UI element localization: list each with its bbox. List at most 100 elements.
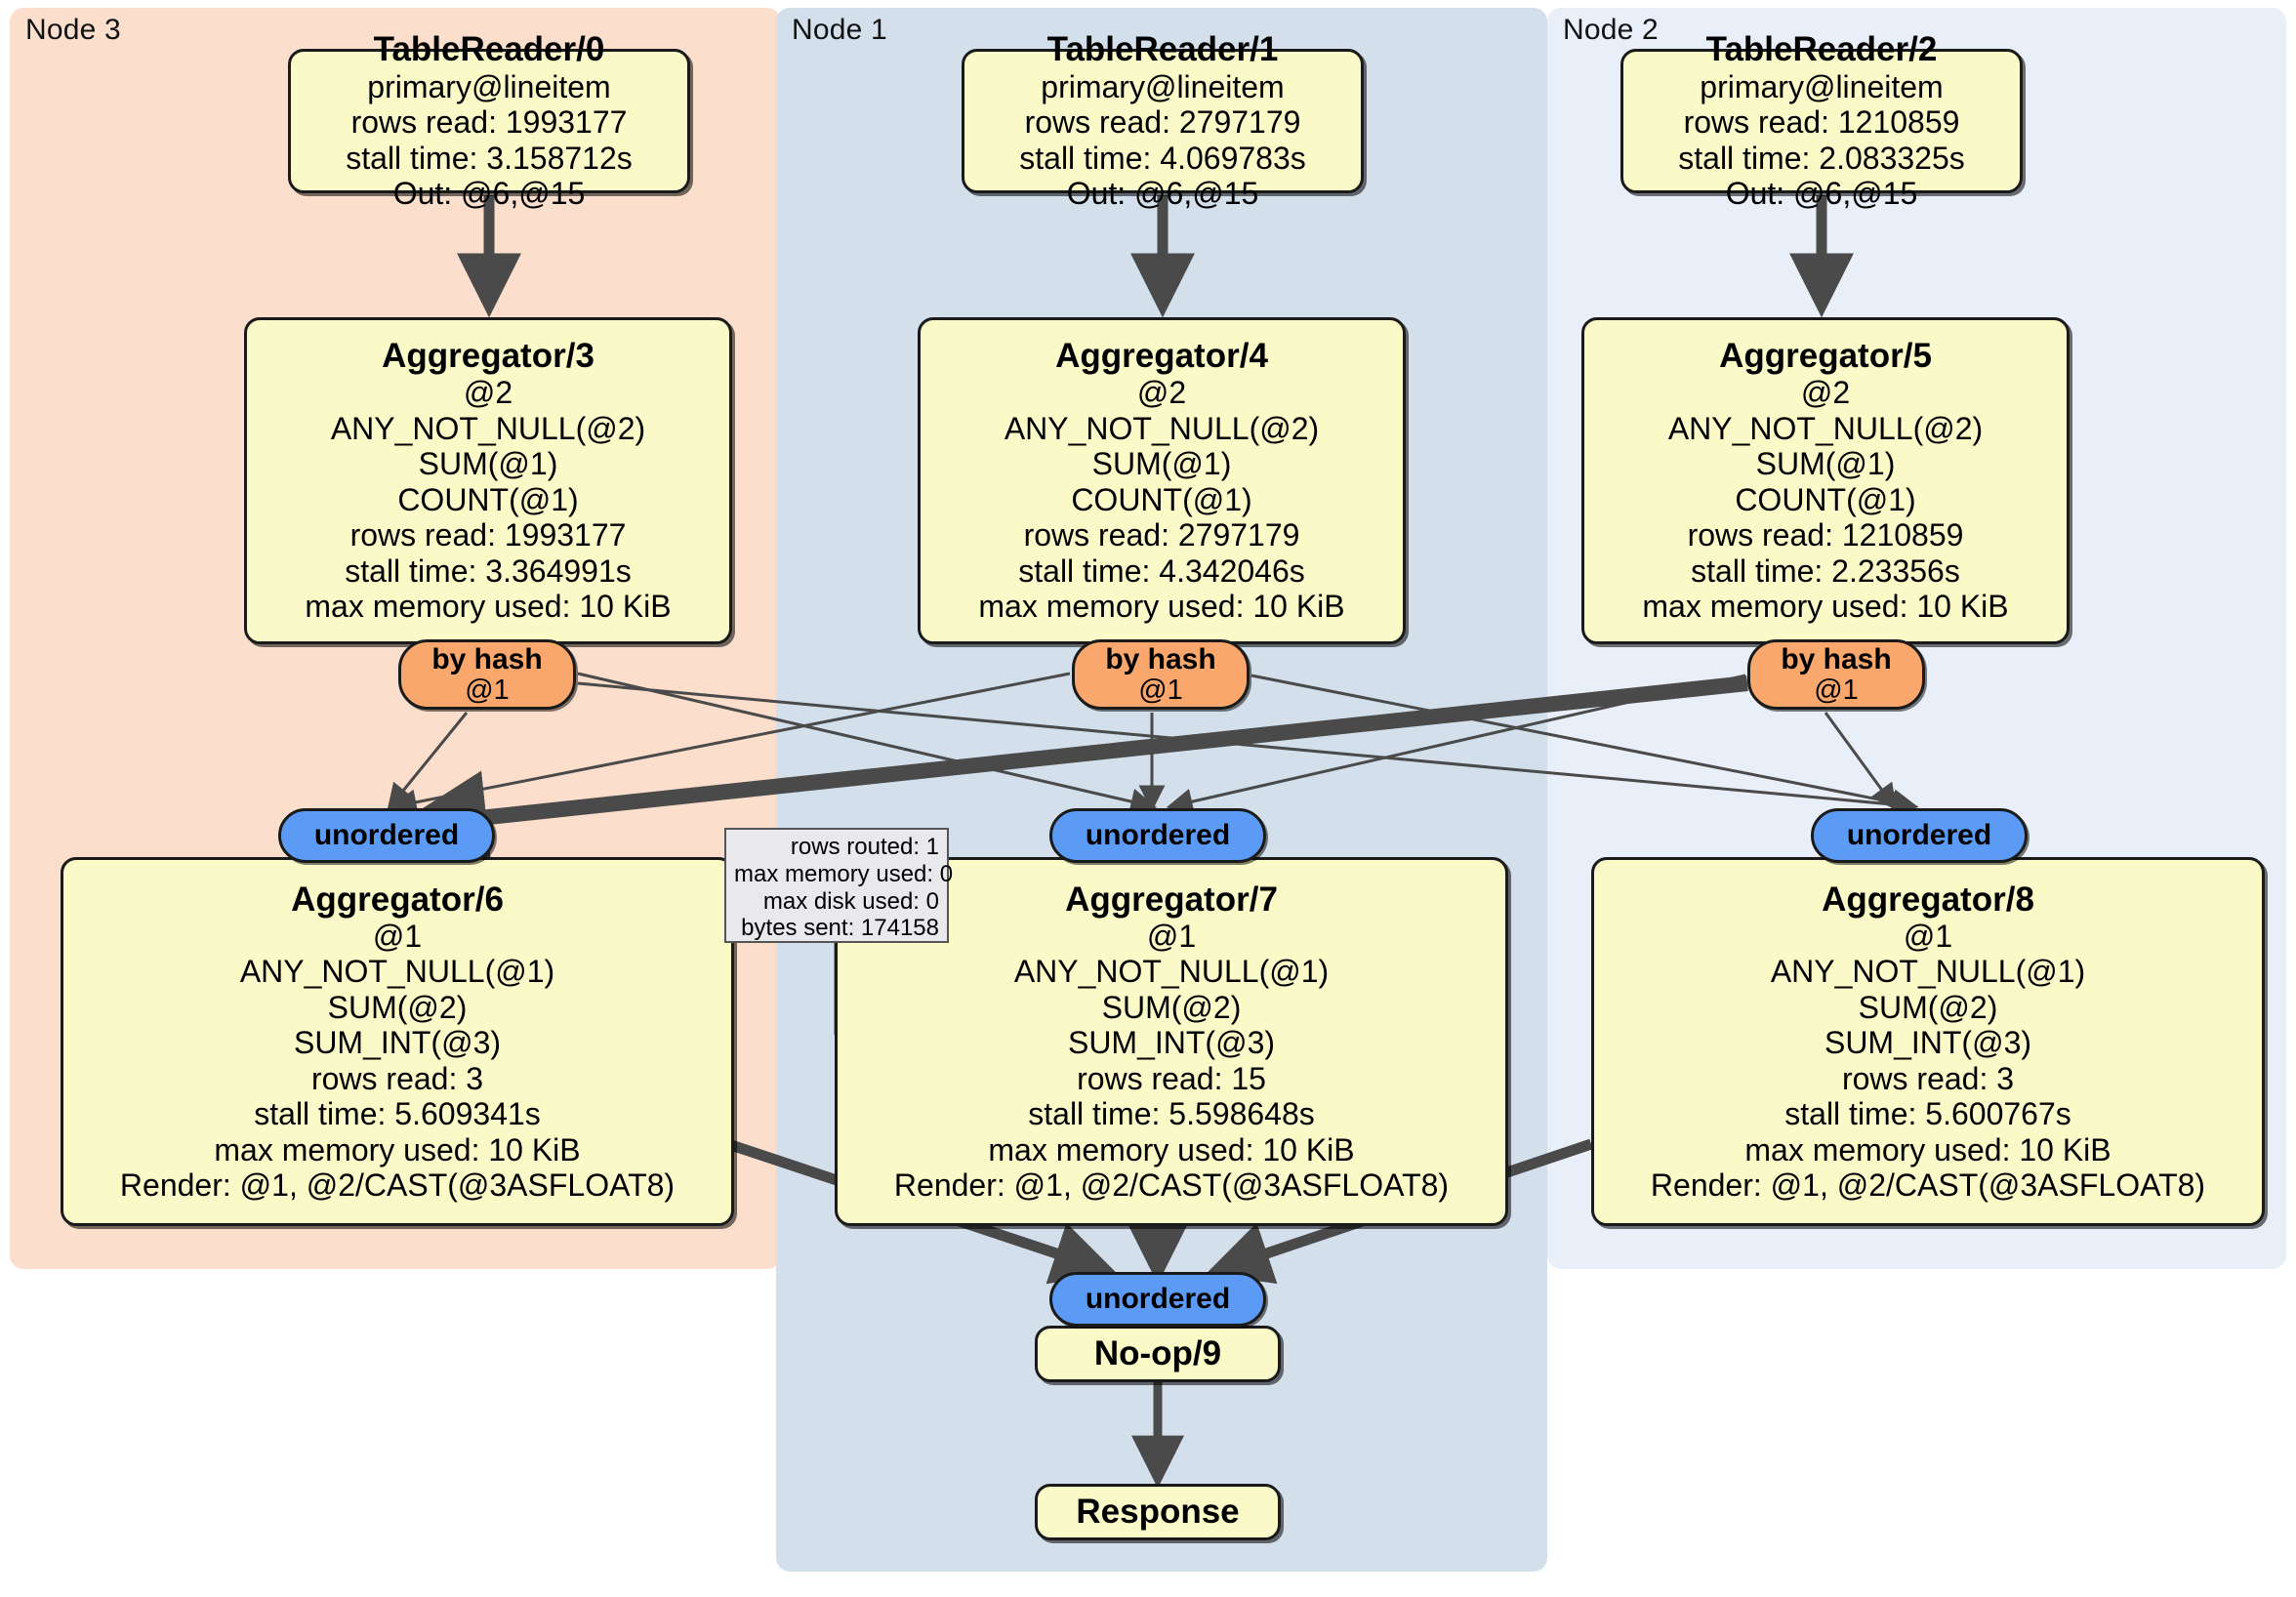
router-byhash-3[interactable]: by hash@1 — [398, 639, 576, 710]
operator-detail-line: rows read: 3 — [1841, 1060, 2015, 1096]
operator-detail-line: max memory used: 10 KiB — [305, 589, 672, 625]
operator-detail-line: Render: @1, @2/CAST(@3ASFLOAT8) — [1650, 1167, 2206, 1203]
operator-detail-line: max memory used: 10 KiB — [1744, 1131, 2112, 1167]
operator-detail-line: rows read: 1210859 — [1683, 104, 1960, 141]
operator-detail-line: SUM(@2) — [1858, 989, 1998, 1025]
operator-detail-line: SUM_INT(@3) — [293, 1025, 502, 1061]
operator-detail-line: Out: @6,@15 — [392, 176, 586, 212]
operator-detail-line: SUM_INT(@3) — [1067, 1025, 1276, 1061]
router-byhash-4[interactable]: by hash@1 — [1072, 639, 1250, 710]
cluster-label-node-3: Node 3 — [25, 14, 121, 46]
operator-title: Aggregator/6 — [291, 880, 504, 919]
operator-detail-line: stall time: 3.158712s — [346, 140, 633, 176]
operator-detail-line: rows read: 3 — [310, 1060, 484, 1096]
operator-detail-line: rows read: 1210859 — [1687, 517, 1964, 553]
operator-detail-line: stall time: 3.364991s — [345, 553, 632, 589]
operator-detail-line: @2 — [463, 375, 513, 411]
operator-detail-line: Render: @1, @2/CAST(@3ASFLOAT8) — [119, 1167, 676, 1203]
operator-detail-line: Render: @1, @2/CAST(@3ASFLOAT8) — [893, 1167, 1450, 1203]
operator-detail-line: Out: @6,@15 — [1725, 176, 1918, 212]
router-byhash-5[interactable]: by hash@1 — [1747, 639, 1925, 710]
operator-detail-line: max memory used: 10 KiB — [978, 589, 1345, 625]
operator-detail-line: SUM(@1) — [1091, 446, 1232, 482]
operator-detail-line: ANY_NOT_NULL(@1) — [1013, 954, 1330, 990]
operator-detail-line: max memory used: 10 KiB — [214, 1131, 581, 1167]
router-subtitle: @1 — [1138, 674, 1183, 706]
operator-title: Aggregator/7 — [1065, 880, 1278, 919]
operator-title: TableReader/1 — [1046, 30, 1279, 69]
operator-detail-line: COUNT(@1) — [1735, 481, 1916, 517]
operator-detail-line: SUM(@1) — [418, 446, 558, 482]
operator-title: Aggregator/5 — [1719, 337, 1932, 376]
operator-title: No-op/9 — [1093, 1334, 1222, 1373]
operator-noop9[interactable]: No-op/9 — [1035, 1326, 1281, 1382]
cluster-label-node-1: Node 1 — [792, 14, 887, 46]
router-unordered-6[interactable]: unordered — [278, 808, 495, 863]
cluster-label-node-2: Node 2 — [1563, 14, 1659, 46]
operator-detail-line: @2 — [1800, 375, 1851, 411]
operator-detail-line: stall time: 5.609341s — [254, 1096, 541, 1132]
router-subtitle: @1 — [1814, 674, 1859, 706]
stream-stat-line: max memory used: 0 — [734, 860, 954, 887]
operator-detail-line: ANY_NOT_NULL(@1) — [1770, 954, 2086, 990]
operator-title: Response — [1076, 1493, 1240, 1532]
operator-title: Aggregator/3 — [382, 337, 594, 376]
operator-detail-line: ANY_NOT_NULL(@2) — [330, 410, 646, 446]
operator-detail-line: Out: @6,@15 — [1066, 176, 1259, 212]
operator-detail-line: stall time: 5.600767s — [1784, 1096, 2071, 1132]
router-subtitle: @1 — [465, 674, 510, 706]
stream-stat-line: bytes sent: 174158 — [741, 915, 939, 942]
router-title: by hash — [1105, 643, 1216, 676]
operator-title: Aggregator/8 — [1822, 880, 2034, 919]
operator-detail-line: max memory used: 10 KiB — [988, 1131, 1355, 1167]
operator-detail-line: stall time: 2.23356s — [1691, 553, 1960, 589]
stream-stat-line: max disk used: 0 — [762, 887, 939, 915]
operator-detail-line: rows read: 1993177 — [349, 517, 627, 553]
operator-detail-line: stall time: 2.083325s — [1678, 140, 1965, 176]
operator-detail-line: rows read: 2797179 — [1024, 104, 1301, 141]
operator-detail-line: ANY_NOT_NULL(@2) — [1667, 410, 1984, 446]
router-unordered-9[interactable]: unordered — [1049, 1272, 1266, 1327]
router-title: unordered — [1085, 819, 1231, 852]
router-title: unordered — [1085, 1283, 1231, 1316]
operator-detail-line: rows read: 1993177 — [350, 104, 628, 141]
operator-detail-line: @1 — [372, 918, 423, 954]
operator-detail-line: SUM(@2) — [327, 989, 468, 1025]
operator-detail-line: SUM_INT(@3) — [1824, 1025, 2032, 1061]
operator-detail-line: @1 — [1146, 918, 1197, 954]
router-title: unordered — [1846, 819, 1992, 852]
operator-detail-line: SUM(@2) — [1101, 989, 1242, 1025]
operator-detail-line: rows read: 2797179 — [1023, 517, 1300, 553]
operator-detail-line: primary@lineitem — [367, 68, 611, 104]
operator-title: Aggregator/4 — [1055, 337, 1268, 376]
operator-detail-line: SUM(@1) — [1755, 446, 1896, 482]
operator-detail-line: ANY_NOT_NULL(@1) — [239, 954, 555, 990]
operator-detail-line: COUNT(@1) — [397, 481, 579, 517]
operator-detail-line: ANY_NOT_NULL(@2) — [1004, 410, 1320, 446]
operator-title: TableReader/2 — [1705, 30, 1938, 69]
operator-detail-line: max memory used: 10 KiB — [1642, 589, 2009, 625]
router-title: by hash — [1781, 643, 1892, 676]
operator-detail-line: rows read: 15 — [1077, 1060, 1266, 1096]
router-title: by hash — [431, 643, 543, 676]
operator-response[interactable]: Response — [1035, 1484, 1281, 1540]
operator-detail-line: @1 — [1903, 918, 1953, 954]
operator-detail-line: stall time: 5.598648s — [1028, 1096, 1315, 1132]
router-title: unordered — [313, 819, 460, 852]
router-unordered-7[interactable]: unordered — [1049, 808, 1266, 863]
operator-detail-line: stall time: 4.342046s — [1018, 553, 1305, 589]
router-unordered-8[interactable]: unordered — [1811, 808, 2028, 863]
stream-stat-line: rows routed: 1 — [790, 834, 939, 860]
operator-detail-line: primary@lineitem — [1041, 68, 1285, 104]
operator-detail-line: primary@lineitem — [1700, 68, 1944, 104]
